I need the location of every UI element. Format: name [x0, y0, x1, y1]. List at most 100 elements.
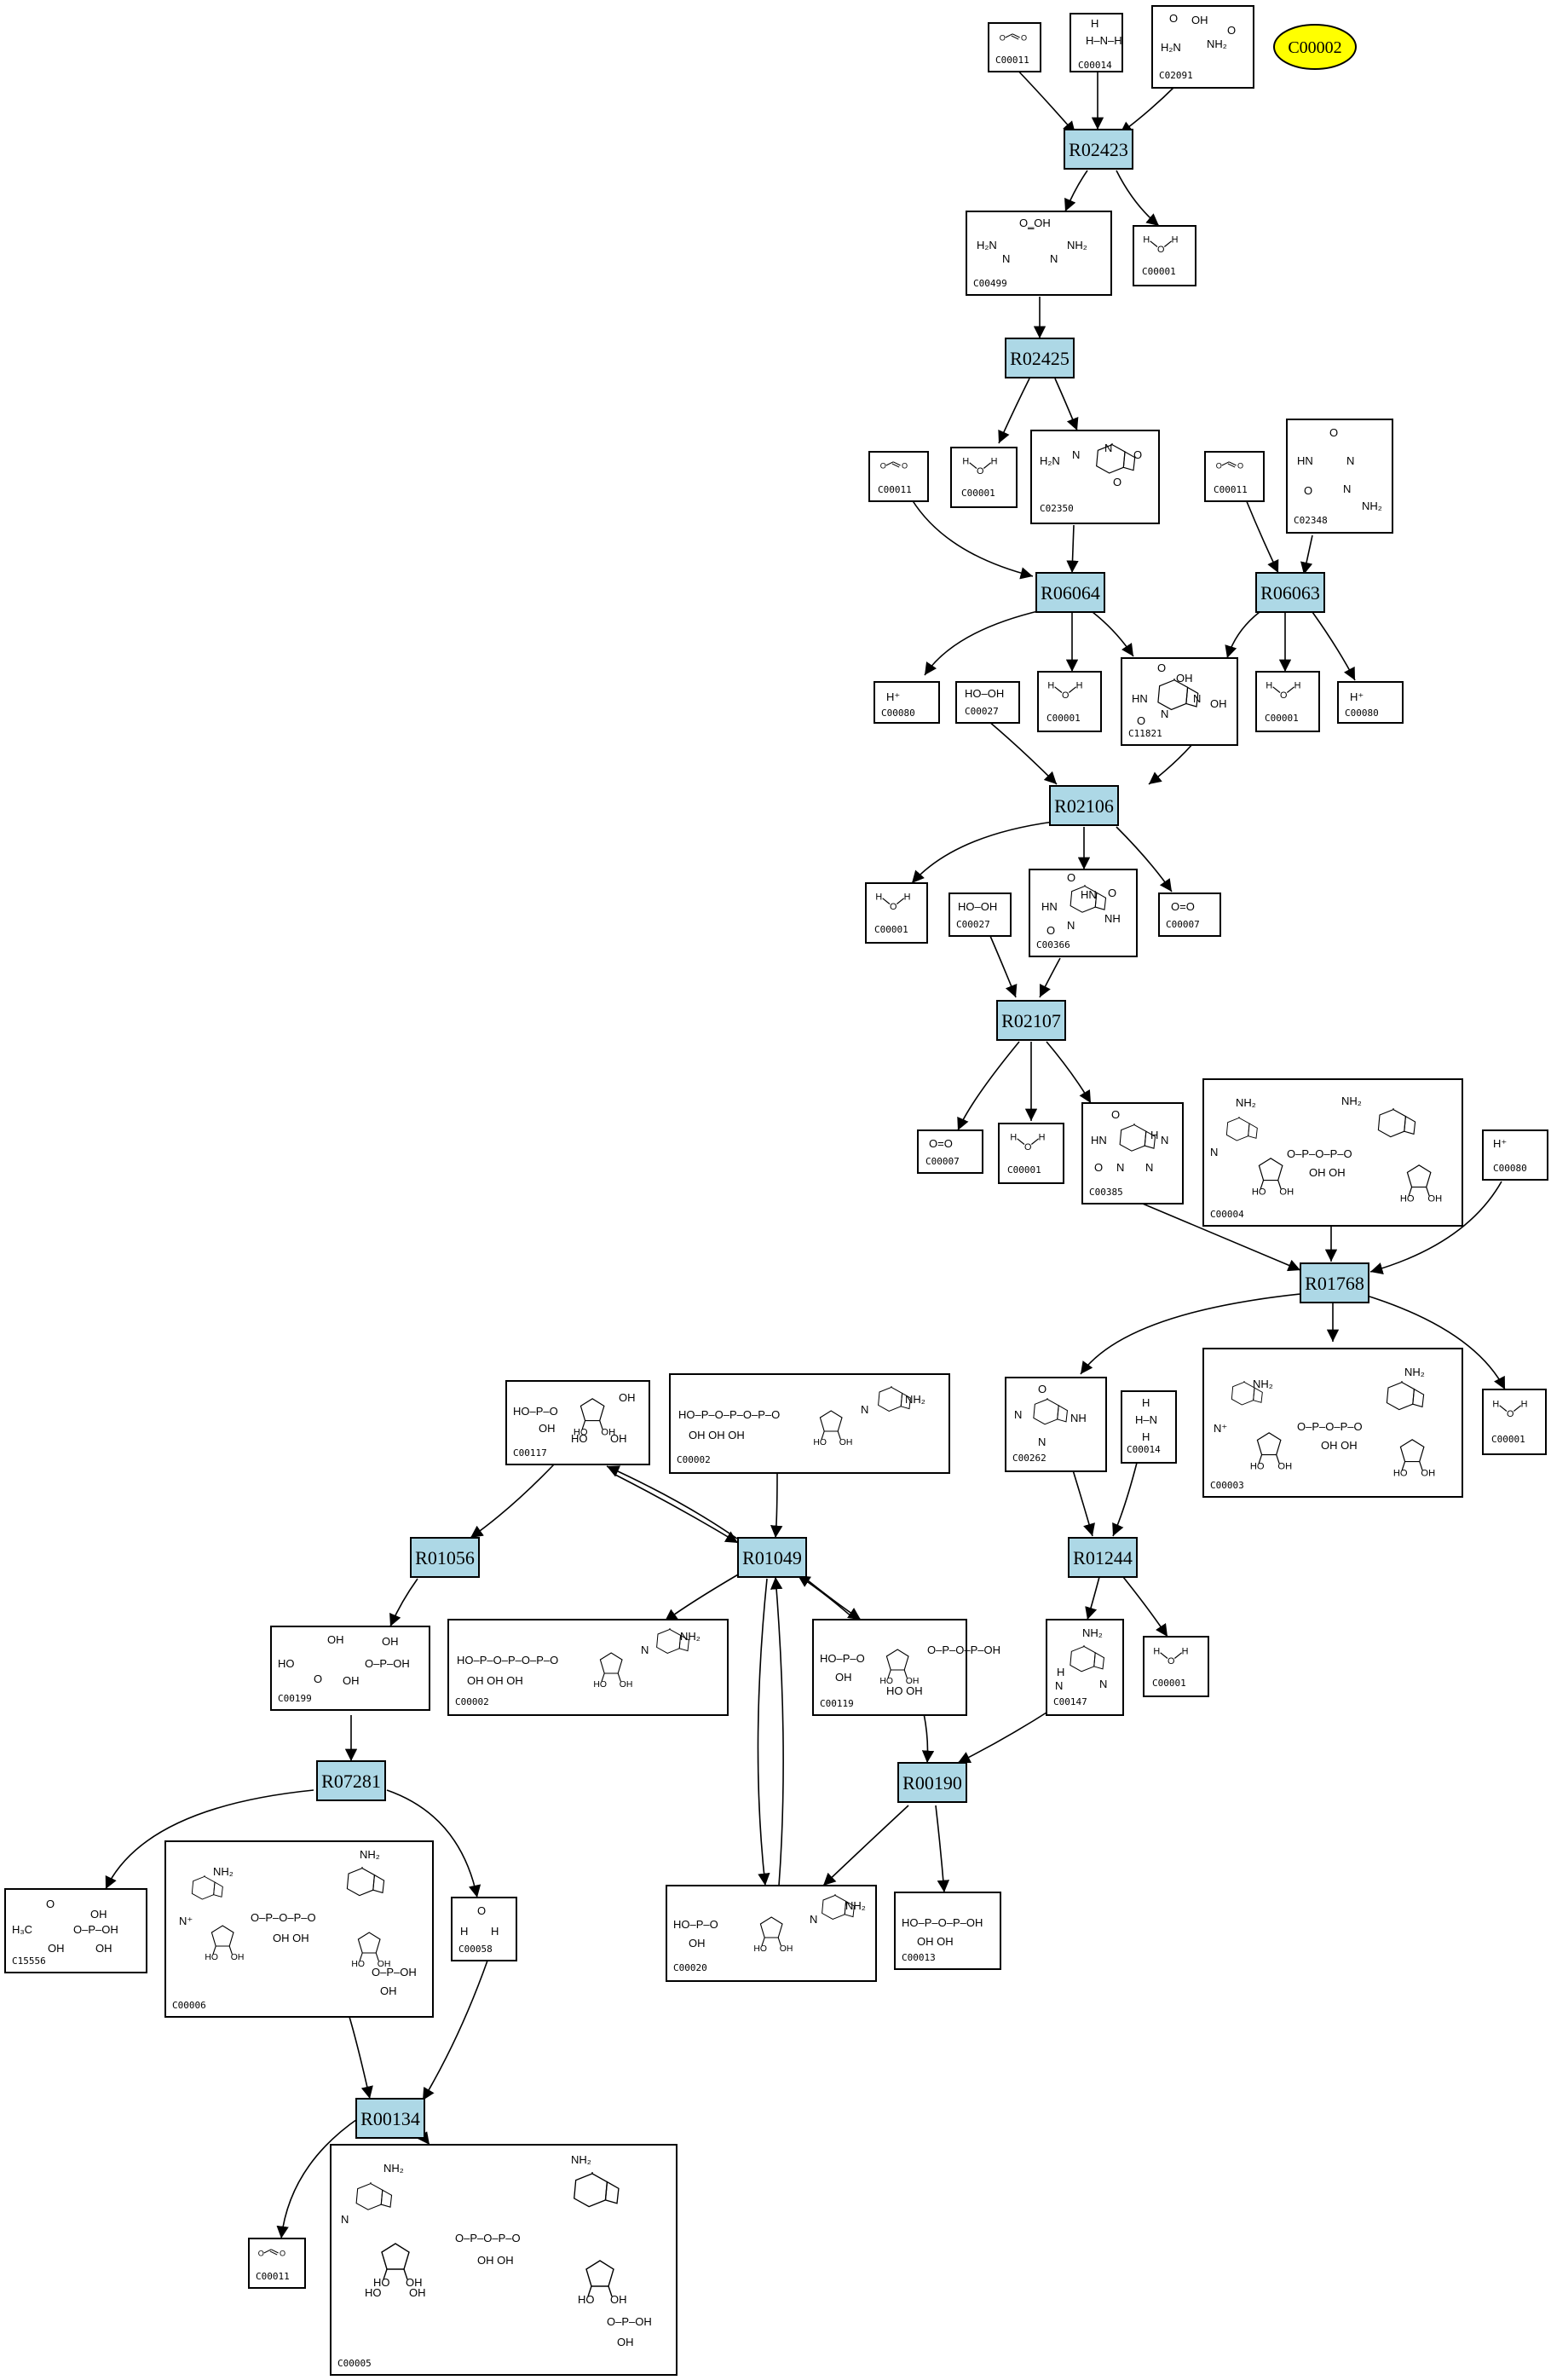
edge [1122, 1576, 1168, 1638]
compound-node[interactable]: C00011 [988, 22, 1041, 72]
reaction-node[interactable]: R07281 [316, 1760, 386, 1801]
svg-text:N: N [1067, 919, 1075, 932]
svg-text:N⁺: N⁺ [1214, 1422, 1227, 1435]
compound-node[interactable]: H⁺C00080 [1337, 681, 1404, 724]
svg-text:N: N [1161, 1134, 1168, 1147]
edge [921, 1713, 935, 1764]
compound-id: C00001 [1046, 713, 1081, 724]
svg-text:N: N [641, 1643, 649, 1656]
svg-text:HN: HN [1297, 454, 1313, 467]
svg-text:NH₂: NH₂ [1404, 1366, 1425, 1378]
highlight-node[interactable]: C00002 [1273, 24, 1357, 70]
svg-text:OH OH OH: OH OH OH [467, 1674, 523, 1687]
svg-text:O‒P‒O‒P‒O: O‒P‒O‒P‒O [1297, 1420, 1363, 1433]
compound-node[interactable]: C00011 [1204, 451, 1265, 502]
reaction-node[interactable]: R01056 [410, 1537, 480, 1578]
compound-node[interactable]: C00001 [998, 1123, 1064, 1184]
reaction-node[interactable]: R01768 [1300, 1262, 1369, 1303]
compound-node[interactable]: C00001 [950, 447, 1018, 508]
svg-text:N⁺: N⁺ [179, 1915, 193, 1927]
reaction-node[interactable]: R02425 [1005, 338, 1075, 378]
compound-node[interactable]: C00001 [1037, 671, 1102, 732]
svg-text:HO‒P‒O‒P‒O‒P‒O: HO‒P‒O‒P‒O‒P‒O [678, 1408, 780, 1421]
compound-node[interactable]: C00001 [1143, 1636, 1209, 1697]
compound-node[interactable]: C00001 [865, 882, 928, 944]
svg-text:HO‒P‒O: HO‒P‒O [513, 1405, 558, 1418]
svg-text:NH₂: NH₂ [1067, 239, 1087, 251]
svg-text:OH: OH [689, 1937, 706, 1950]
svg-text:N: N [341, 2213, 349, 2226]
compound-node[interactable]: C00001 [1133, 225, 1196, 286]
svg-text:OH: OH [343, 1674, 360, 1687]
svg-text:OH: OH [90, 1908, 107, 1921]
compound-id: C00147 [1053, 1696, 1087, 1707]
reaction-label: R01244 [1073, 1547, 1133, 1568]
reaction-node[interactable]: R01244 [1068, 1537, 1138, 1578]
compound-node[interactable]: C00001 [1255, 671, 1320, 732]
reaction-label: R01049 [742, 1547, 802, 1568]
svg-text:OH: OH [1176, 672, 1193, 685]
compound-id: C00011 [995, 55, 1029, 66]
edge [1054, 378, 1079, 431]
compound-id: C02348 [1294, 515, 1328, 526]
reaction-node[interactable]: R02423 [1064, 129, 1133, 170]
svg-text:O=O: O=O [929, 1137, 953, 1150]
compound-node[interactable]: H⁺C00080 [874, 681, 940, 724]
svg-text:O: O [1108, 887, 1116, 899]
reaction-node[interactable]: R06063 [1255, 572, 1325, 613]
edge [957, 1041, 1020, 1131]
edge [1148, 742, 1194, 785]
svg-text:OH OH: OH OH [917, 1935, 954, 1948]
reaction-node[interactable]: R02107 [996, 1000, 1066, 1041]
svg-text:NH₂: NH₂ [1236, 1096, 1256, 1109]
svg-text:N: N [1116, 1161, 1124, 1174]
reaction-node[interactable]: R06064 [1035, 572, 1105, 613]
compound-node[interactable]: C00011 [248, 2238, 306, 2289]
reaction-node[interactable]: R00134 [355, 2098, 425, 2139]
svg-text:NH₂: NH₂ [1341, 1095, 1362, 1107]
compound-node[interactable]: C00001 [1482, 1389, 1547, 1455]
svg-text:N: N [1210, 1146, 1218, 1158]
compound-id: C00117 [513, 1447, 547, 1459]
reaction-node[interactable]: R02106 [1049, 785, 1119, 826]
compound-node[interactable]: OOHHNNOHONC11821 [1121, 657, 1238, 746]
svg-text:H‒N: H‒N [1135, 1413, 1157, 1426]
compound-node[interactable]: C00011 [868, 451, 929, 502]
reaction-node[interactable]: R00190 [897, 1762, 967, 1803]
compound-id: C00011 [1214, 484, 1248, 495]
edge [1245, 499, 1279, 574]
svg-text:N: N [1072, 448, 1080, 461]
svg-text:OH: OH [619, 1391, 636, 1404]
reaction-node[interactable]: R01049 [737, 1537, 807, 1578]
compound-id: C00001 [961, 488, 995, 499]
compound-node[interactable]: H⁺C00080 [1482, 1129, 1548, 1181]
compound-id: C00262 [1012, 1453, 1046, 1464]
